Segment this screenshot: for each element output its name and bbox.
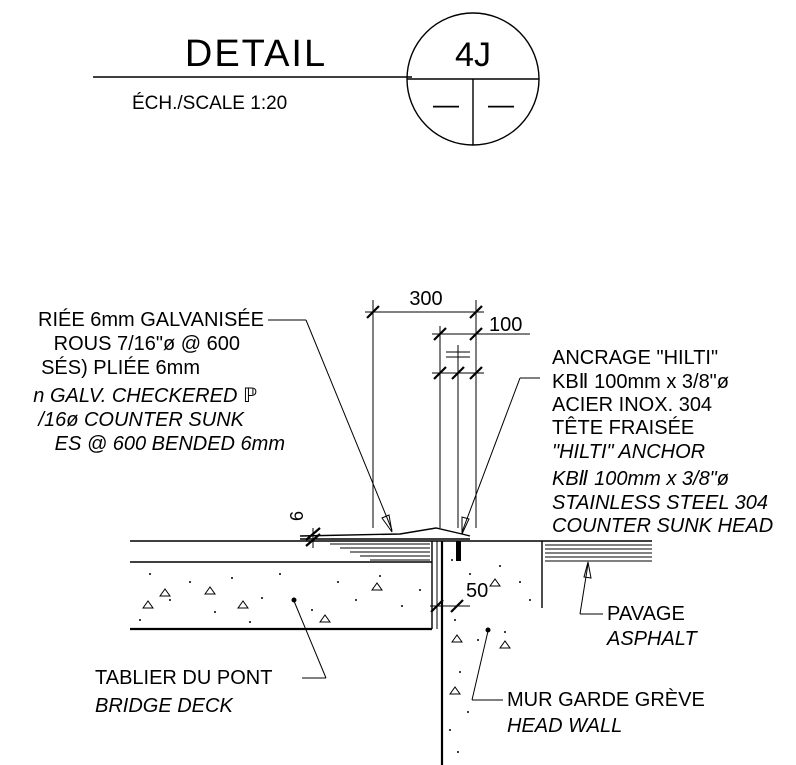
deck-concrete-stipple bbox=[139, 573, 421, 623]
wall-en: HEAD WALL bbox=[507, 715, 622, 737]
plate-fr-line-3: SÉS) PLIÉE 6mm bbox=[41, 356, 200, 379]
plate-en-line-2: /16ø COUNTER SUNK bbox=[36, 409, 245, 431]
wall-note: MUR GARDE GRÈVE HEAD WALL bbox=[507, 688, 705, 737]
dim-50-label: 50 bbox=[466, 580, 488, 602]
deck-note: TABLIER DU PONT BRIDGE DECK bbox=[95, 667, 272, 717]
asphalt-hatch bbox=[545, 544, 652, 562]
anchor-fr-line-2: KBⅡ 100mm x 3/8"ø bbox=[552, 371, 729, 393]
anchor-en-line-3: STAINLESS STEEL 304 bbox=[552, 492, 768, 514]
deck-fr: TABLIER DU PONT bbox=[95, 667, 272, 689]
scale-label: ÉCH./SCALE 1:20 bbox=[132, 93, 287, 114]
anchor-fr-line-3: ACIER INOX. 304 bbox=[552, 394, 712, 416]
anchor-fr-line-4: TÊTE FRAISÉE bbox=[552, 416, 694, 439]
sheet-ref-left: — bbox=[433, 89, 459, 119]
sheet-ref-right: — bbox=[488, 89, 514, 119]
plate-en-line-1: n GALV. CHECKERED ℙ bbox=[33, 385, 257, 407]
dim-300-label: 300 bbox=[409, 288, 442, 310]
plate-fr-line-2: ROUS 7/16"ø @ 600 bbox=[54, 333, 240, 355]
anchor-en-line-2: KBⅡ 100mm x 3/8"ø bbox=[552, 468, 729, 490]
leaders bbox=[268, 319, 603, 701]
plate-note: RIÉE 6mm GALVANISÉE ROUS 7/16"ø @ 600 SÉ… bbox=[33, 308, 285, 455]
anchor-note: ANCRAGE "HILTI" KBⅡ 100mm x 3/8"ø ACIER … bbox=[552, 347, 773, 537]
detail-title: DETAIL bbox=[185, 33, 327, 75]
paving-en: ASPHALT bbox=[606, 628, 698, 650]
anchor-bolt bbox=[456, 541, 461, 561]
anchor-en-line-1: "HILTI" ANCHOR bbox=[552, 441, 705, 463]
dim-6-label: 6 bbox=[287, 511, 307, 521]
anchor-en-line-4: COUNTER SUNK HEAD bbox=[552, 515, 773, 537]
checkered-plate bbox=[299, 527, 471, 537]
plate-fr-line-1: RIÉE 6mm GALVANISÉE bbox=[38, 308, 264, 331]
dimensions: 300 100 6 50 bbox=[287, 288, 530, 613]
wall-fr: MUR GARDE GRÈVE bbox=[507, 688, 705, 711]
paving-note: PAVAGE ASPHALT bbox=[606, 603, 698, 650]
title-block: DETAIL ÉCH./SCALE 1:20 4J — — bbox=[93, 12, 540, 146]
dim-100-label: 100 bbox=[489, 314, 522, 336]
structure bbox=[130, 527, 652, 765]
plate-en-line-3: ES @ 600 BENDED 6mm bbox=[55, 433, 285, 455]
plate-hatch bbox=[330, 543, 430, 561]
paving-fr: PAVAGE bbox=[607, 603, 685, 625]
detail-number: 4J bbox=[455, 36, 491, 74]
deck-en: BRIDGE DECK bbox=[95, 695, 234, 717]
anchor-fr-line-1: ANCRAGE "HILTI" bbox=[552, 347, 718, 369]
wall-concrete-stipple bbox=[449, 559, 531, 753]
